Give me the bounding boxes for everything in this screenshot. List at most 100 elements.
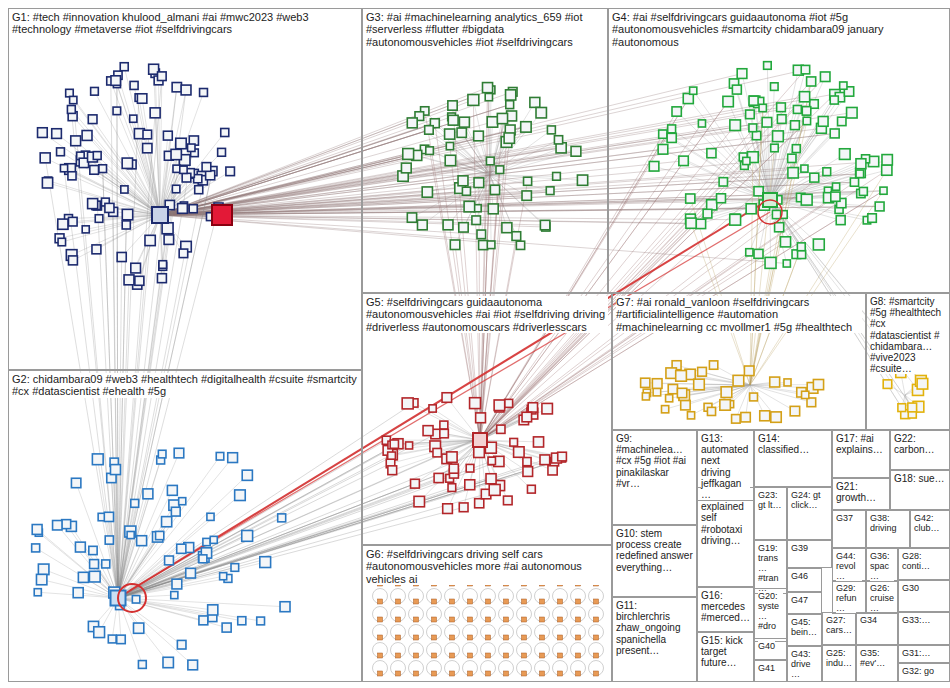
tie-line xyxy=(73,116,160,215)
vertex-icon xyxy=(432,617,437,622)
tie-line xyxy=(160,70,805,215)
vertex-icon xyxy=(707,149,716,158)
vertex-icon xyxy=(522,617,527,622)
vertex-icon xyxy=(594,617,599,622)
vertex-icon xyxy=(540,671,545,676)
self-loop xyxy=(535,643,550,658)
tie-line xyxy=(425,111,480,440)
vertex-icon xyxy=(661,406,668,413)
vertex-icon xyxy=(486,157,494,165)
group-label: G32: go xyxy=(902,666,934,676)
self-loop xyxy=(517,625,532,640)
vertex-icon xyxy=(533,437,543,447)
tie-line xyxy=(160,174,860,215)
vertex-icon xyxy=(527,485,535,493)
tie-line xyxy=(480,102,728,440)
tie-line xyxy=(490,151,576,175)
vertex-icon xyxy=(558,617,563,622)
group-label: G26: cruise… xyxy=(870,583,894,613)
vertex-icon xyxy=(406,442,413,449)
self-loop xyxy=(409,643,424,658)
vertex-icon xyxy=(82,131,92,141)
vertex-icon xyxy=(666,368,676,378)
vertex-icon xyxy=(548,466,557,475)
vertex-icon xyxy=(137,536,147,546)
vertex-icon xyxy=(788,154,796,162)
group-label: G41 xyxy=(758,663,775,673)
vertex-icon xyxy=(88,199,98,209)
vertex-icon xyxy=(403,149,414,160)
vertex-icon xyxy=(216,452,224,460)
vertex-icon xyxy=(231,564,239,572)
group-panel: G25: indu… xyxy=(822,645,856,682)
vertex-icon xyxy=(417,220,427,230)
vertex-icon xyxy=(110,465,120,475)
tie-line xyxy=(160,74,742,215)
group-label: G34 xyxy=(860,615,877,625)
vertex-icon xyxy=(494,400,505,411)
vertex-icon xyxy=(856,159,866,169)
vertex-icon xyxy=(40,153,50,163)
vertex-icon xyxy=(576,635,581,640)
tie-line xyxy=(69,93,160,215)
self-loop xyxy=(391,643,406,658)
self-loop xyxy=(571,643,586,658)
vertex-icon xyxy=(737,69,747,79)
vertex-icon xyxy=(703,209,712,218)
vertex-icon xyxy=(488,457,495,464)
group-panel: G38: driving xyxy=(866,510,910,548)
vertex-icon xyxy=(226,167,235,176)
vertex-icon xyxy=(465,480,475,490)
vertex-icon xyxy=(666,395,673,402)
vertex-icon xyxy=(159,261,167,269)
vertex-icon xyxy=(90,560,99,569)
vertex-icon xyxy=(378,617,383,622)
tie-line xyxy=(480,242,786,440)
vertex-icon xyxy=(238,617,246,625)
vertex-icon xyxy=(801,65,809,73)
vertex-icon xyxy=(210,536,217,543)
vertex-icon xyxy=(830,96,838,104)
vertex-icon xyxy=(122,221,130,229)
vertex-icon xyxy=(522,635,527,640)
self-loop xyxy=(517,607,532,622)
tie-line xyxy=(160,122,492,215)
self-loop xyxy=(553,661,568,676)
vertex-icon xyxy=(464,201,475,212)
self-loop xyxy=(481,589,496,604)
self-loop xyxy=(463,625,478,640)
tie-line xyxy=(480,112,677,440)
group-panel: G23: gt lt… xyxy=(754,487,787,540)
vertex-icon xyxy=(773,131,784,142)
vertex-icon xyxy=(512,232,521,241)
vertex-icon xyxy=(746,110,755,119)
vertex-icon xyxy=(799,92,809,102)
vertex-icon xyxy=(378,671,383,676)
vertex-icon xyxy=(487,241,495,249)
self-loop xyxy=(481,661,496,676)
group-panel: G40 xyxy=(754,638,787,660)
vertex-icon xyxy=(396,617,401,622)
self-loop xyxy=(553,589,568,604)
vertex-icon xyxy=(486,635,491,640)
tie-line xyxy=(160,91,849,215)
vertex-icon xyxy=(694,379,705,390)
group-label: G1: #tech #innovation khulood_almani #ai… xyxy=(12,11,358,36)
vertex-icon xyxy=(801,194,812,205)
group-panel: G31:… xyxy=(898,645,950,663)
vertex-icon xyxy=(485,93,492,100)
vertex-icon xyxy=(668,125,676,133)
vertex-icon xyxy=(99,165,107,173)
self-loop xyxy=(391,661,406,676)
vertex-icon xyxy=(687,412,694,419)
tie-line xyxy=(45,158,160,215)
tie-line xyxy=(76,483,118,598)
vertex-icon xyxy=(157,274,166,283)
group-panel: G43: drive… xyxy=(787,646,822,682)
self-loop xyxy=(499,643,514,658)
vertex-icon xyxy=(188,660,198,670)
tie-line xyxy=(160,215,735,220)
group-panel: G18: sue… xyxy=(890,470,950,510)
vertex-icon xyxy=(111,76,120,85)
vertex-icon xyxy=(522,412,532,422)
